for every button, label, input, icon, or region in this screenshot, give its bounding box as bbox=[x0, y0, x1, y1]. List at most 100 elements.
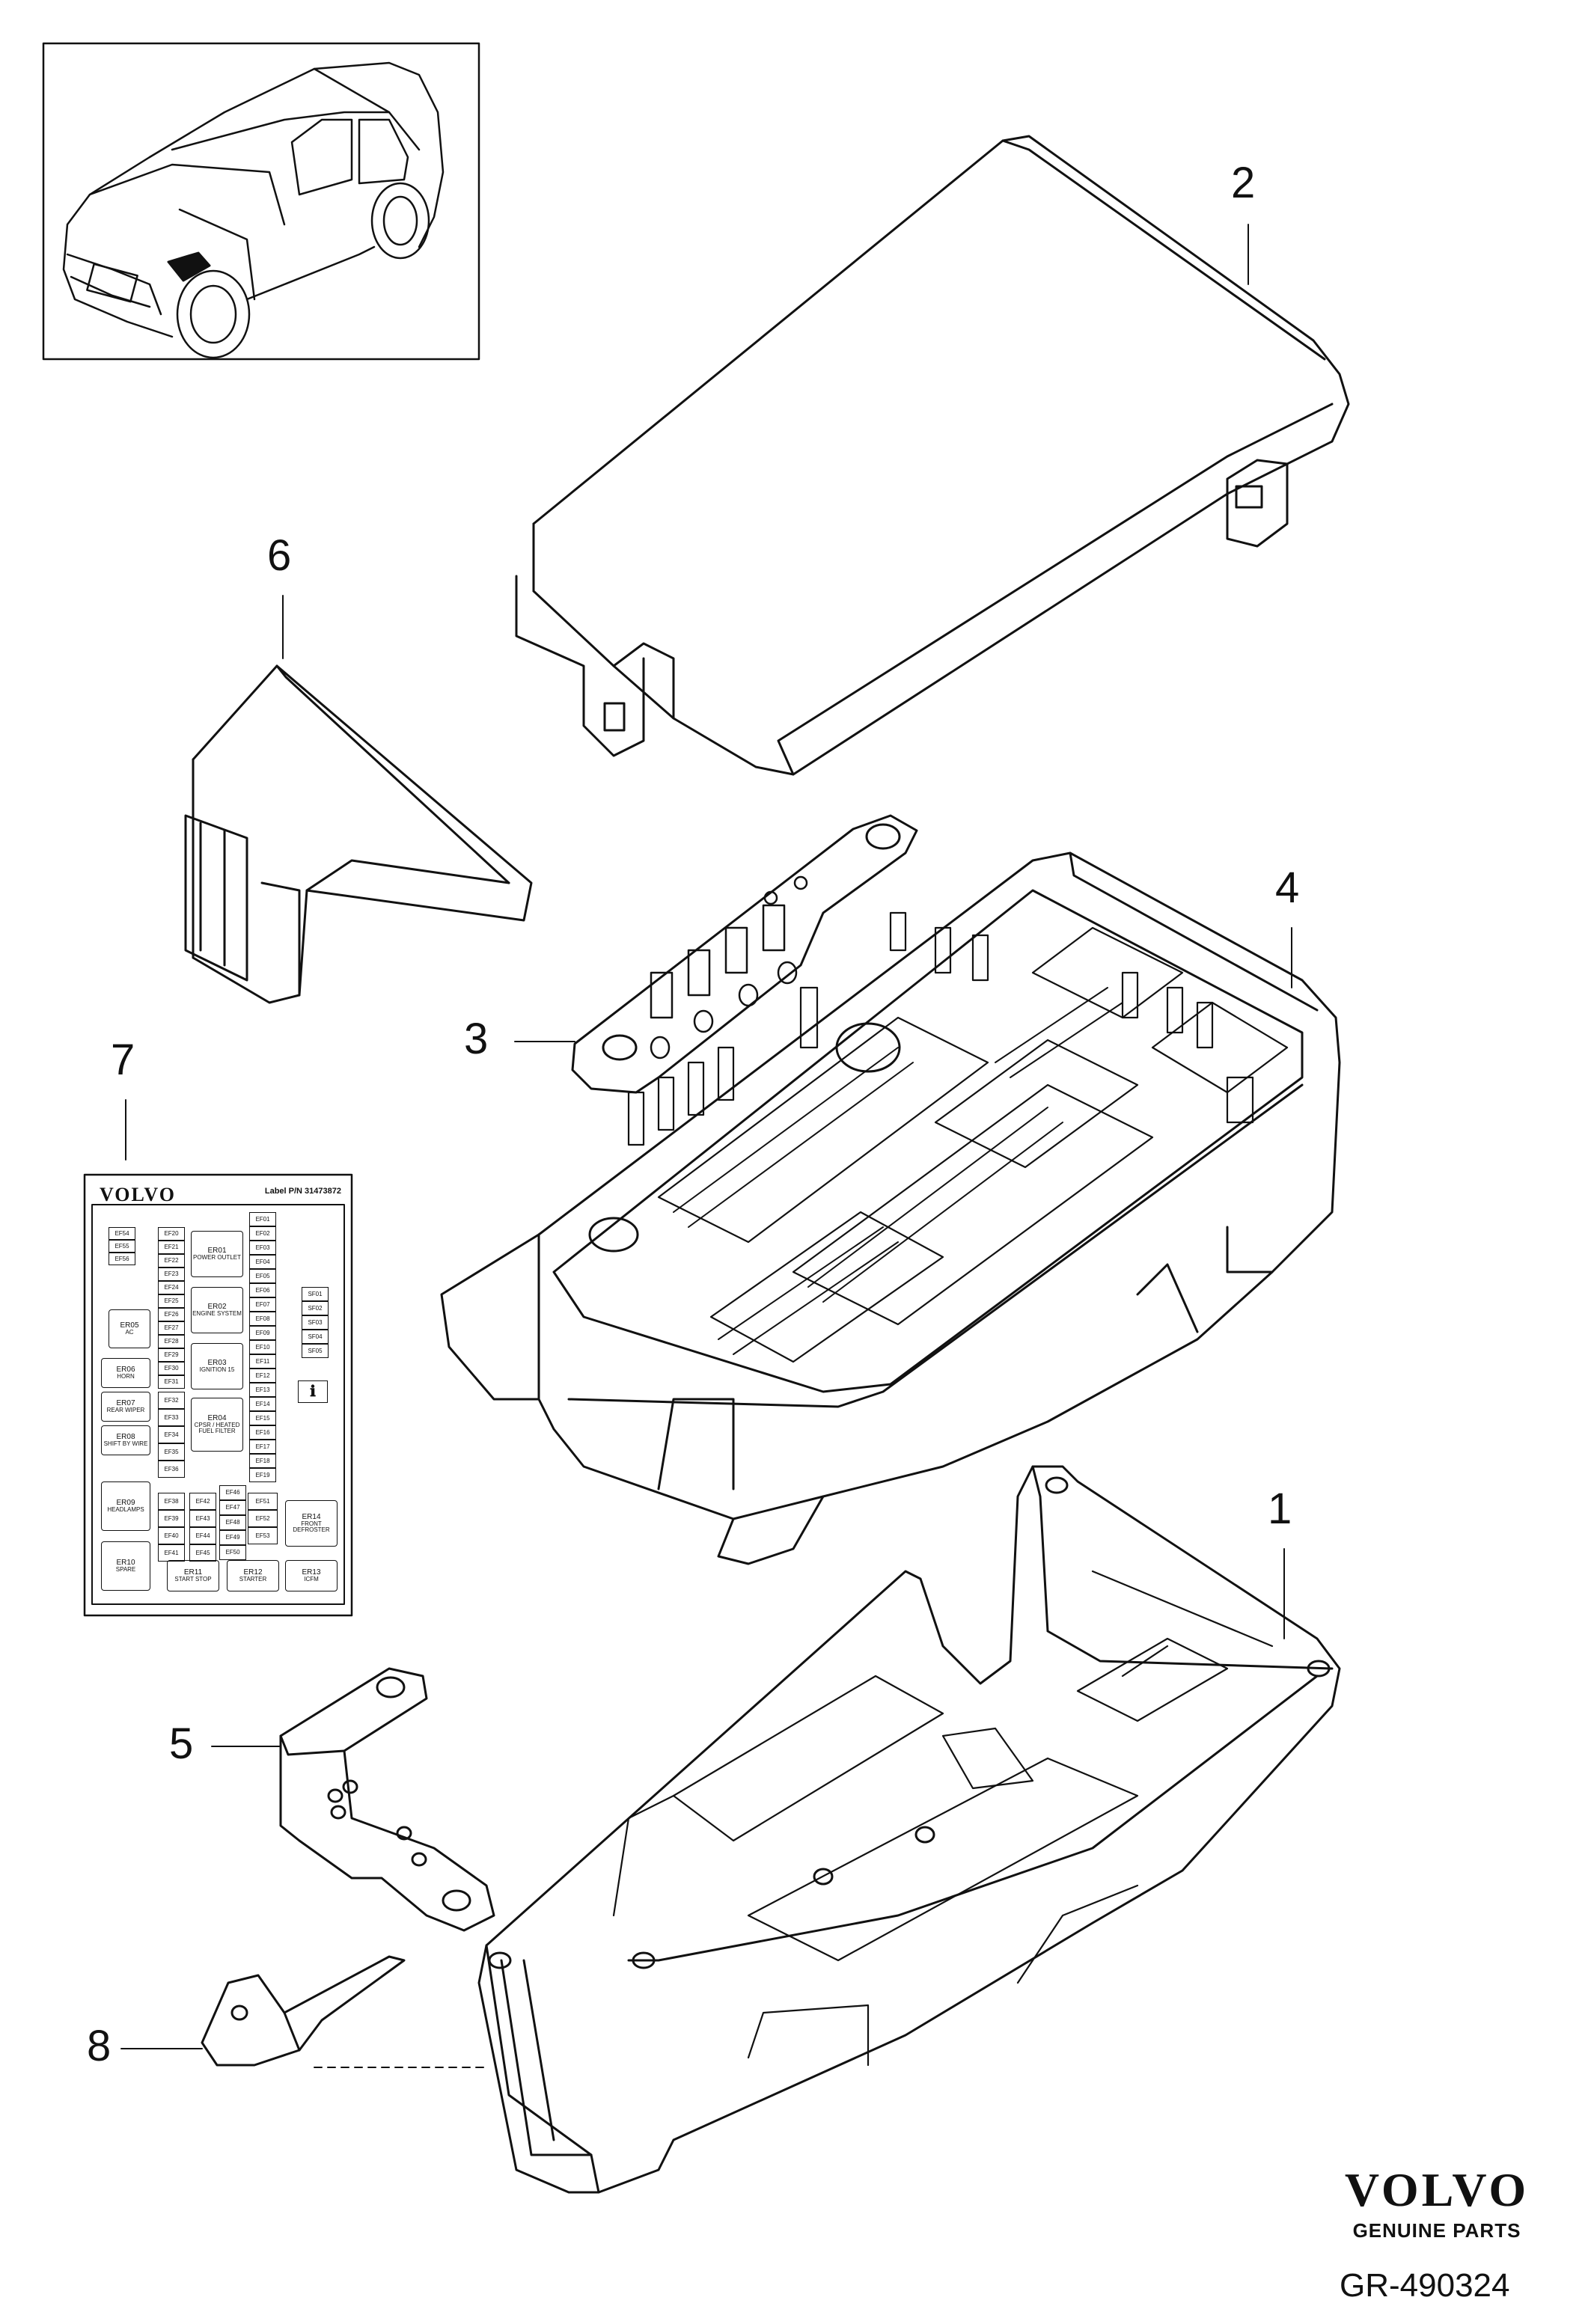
fuse-ef27: EF27 bbox=[158, 1321, 185, 1335]
fuse-ef24: EF24 bbox=[158, 1281, 185, 1294]
relay-er13-id: ER13 bbox=[302, 1568, 321, 1577]
fuse-ef02: EF02 bbox=[249, 1226, 276, 1241]
volvo-wordmark: VOLVO bbox=[1344, 2163, 1530, 2216]
fuse-sf05: SF05 bbox=[302, 1344, 329, 1358]
callout-3: 3 bbox=[464, 1015, 489, 1063]
relay-er06-id: ER06 bbox=[116, 1366, 135, 1374]
fuse-ef47: EF47 bbox=[219, 1500, 246, 1515]
relay-er09-desc: HEADLAMPS bbox=[107, 1506, 144, 1513]
part-1-lower-tray bbox=[477, 1465, 1341, 2194]
fuse-ef48: EF48 bbox=[219, 1515, 246, 1530]
fuse-ef44: EF44 bbox=[189, 1527, 216, 1544]
relay-er07-id: ER07 bbox=[116, 1399, 135, 1407]
fuse-ef46: EF46 bbox=[219, 1485, 246, 1500]
fuse-ef35: EF35 bbox=[158, 1443, 185, 1461]
relay-er01-desc: POWER OUTLET bbox=[192, 1254, 241, 1261]
fuse-ef23: EF23 bbox=[158, 1268, 185, 1281]
fuse-ef50: EF50 bbox=[219, 1545, 246, 1560]
genuine-parts-tagline: GENUINE PARTS bbox=[1352, 2219, 1521, 2242]
fuse-ef06: EF06 bbox=[249, 1283, 276, 1297]
fuse-ef16: EF16 bbox=[249, 1425, 276, 1440]
relay-er02-desc: ENGINE SYSTEM bbox=[192, 1310, 242, 1317]
relay-er14-desc: FRONT DEFROSTER bbox=[293, 1520, 330, 1533]
fuse-ef12: EF12 bbox=[249, 1369, 276, 1383]
fuse-ef52: EF52 bbox=[248, 1510, 278, 1527]
fuse-ef11: EF11 bbox=[249, 1354, 276, 1369]
fuse-ef40: EF40 bbox=[158, 1527, 185, 1544]
fuse-sf02: SF02 bbox=[302, 1301, 329, 1315]
fuse-ef34: EF34 bbox=[158, 1426, 185, 1443]
part-2-fuse-box-cover bbox=[515, 135, 1350, 776]
part-4-fuse-relay-box bbox=[440, 851, 1341, 1565]
fuse-ef28: EF28 bbox=[158, 1335, 185, 1348]
fuse-ef05: EF05 bbox=[249, 1269, 276, 1283]
fuse-ef42: EF42 bbox=[189, 1493, 216, 1510]
leader-lines bbox=[120, 224, 1292, 2068]
fuse-ef56: EF56 bbox=[109, 1253, 135, 1265]
fuse-ef45: EF45 bbox=[189, 1544, 216, 1562]
relay-er11-id: ER11 bbox=[183, 1568, 203, 1577]
fuse-ef25: EF25 bbox=[158, 1294, 185, 1308]
label-brand: VOLVO bbox=[100, 1184, 176, 1205]
fuse-ef49: EF49 bbox=[219, 1530, 246, 1545]
relay-er04-desc: CPSR / HEATED FUEL FILTER bbox=[194, 1422, 240, 1434]
fuse-ef32: EF32 bbox=[158, 1392, 185, 1409]
callout-6: 6 bbox=[267, 531, 292, 580]
relay-er11-desc: START STOP bbox=[174, 1576, 212, 1583]
fuse-sf03: SF03 bbox=[302, 1315, 329, 1330]
fuse-ef09: EF09 bbox=[249, 1326, 276, 1340]
callout-1: 1 bbox=[1268, 1484, 1292, 1533]
fuse-ef54: EF54 bbox=[109, 1227, 135, 1240]
relay-er08-id: ER08 bbox=[116, 1433, 135, 1441]
callout-7: 7 bbox=[111, 1036, 135, 1084]
callout-4: 4 bbox=[1275, 863, 1300, 912]
footer-brand: VOLVO GENUINE PARTS bbox=[1340, 2162, 1534, 2242]
relay-er05-id: ER05 bbox=[120, 1321, 139, 1330]
relay-er12-id: ER12 bbox=[243, 1568, 263, 1577]
relay-er09-id: ER09 bbox=[116, 1499, 135, 1507]
relay-er12-desc: STARTER bbox=[239, 1576, 267, 1583]
fuse-ef51: EF51 bbox=[248, 1493, 278, 1510]
relay-er02-id: ER02 bbox=[207, 1303, 227, 1311]
fuse-ef04: EF04 bbox=[249, 1255, 276, 1269]
fuse-ef22: EF22 bbox=[158, 1254, 185, 1268]
relay-er13-desc: ICFM bbox=[304, 1576, 319, 1583]
fuse-slot-rows bbox=[673, 987, 1123, 1355]
relay-er07-desc: REAR WIPER bbox=[106, 1407, 145, 1413]
fuse-ef01: EF01 bbox=[249, 1212, 276, 1226]
fuse-ef17: EF17 bbox=[249, 1440, 276, 1454]
fuse-ef36: EF36 bbox=[158, 1461, 185, 1478]
drawing-number: GR-490324 bbox=[1340, 2267, 1510, 2304]
fuse-ef43: EF43 bbox=[189, 1510, 216, 1527]
fuse-sf04: SF04 bbox=[302, 1330, 329, 1344]
relay-er14-id: ER14 bbox=[302, 1513, 321, 1521]
label-part-number: Label P/N 31473872 bbox=[264, 1187, 341, 1196]
fuse-ef08: EF08 bbox=[249, 1312, 276, 1326]
relay-er10-id: ER10 bbox=[116, 1559, 135, 1567]
fuse-ef10: EF10 bbox=[249, 1340, 276, 1354]
vehicle-locator-inset bbox=[42, 42, 480, 361]
fuse-ef03: EF03 bbox=[249, 1241, 276, 1255]
relay-er03-id: ER03 bbox=[207, 1359, 227, 1367]
callout-2: 2 bbox=[1231, 159, 1256, 207]
fuse-ef33: EF33 bbox=[158, 1409, 185, 1426]
relay-er05-desc: AC bbox=[125, 1329, 134, 1336]
relay-er10-desc: SPARE bbox=[115, 1566, 136, 1573]
fuse-ef20: EF20 bbox=[158, 1227, 185, 1241]
relay-er04-id: ER04 bbox=[207, 1414, 227, 1422]
fuse-ef31: EF31 bbox=[158, 1375, 185, 1389]
